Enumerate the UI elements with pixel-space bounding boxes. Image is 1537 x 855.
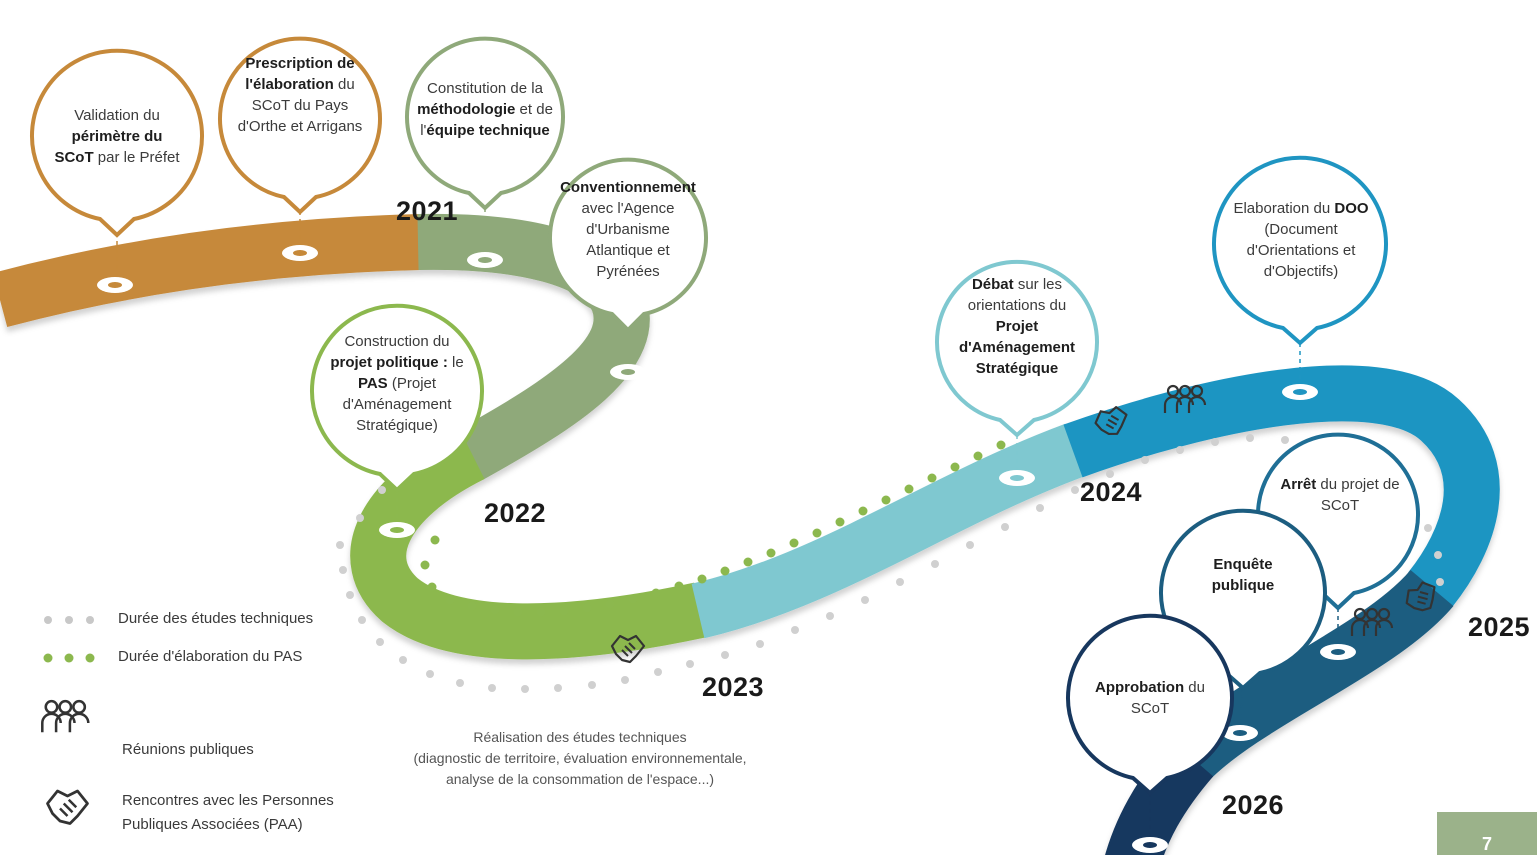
legend-studies-dots — [44, 616, 94, 624]
milestone-m4: Conventionnement avec l'Agence d'Urbanis… — [560, 178, 696, 280]
road-markers — [97, 245, 1356, 853]
bubble-m7 — [1212, 155, 1388, 346]
legend-pas-label: Durée d'élaboration du PAS — [118, 648, 303, 665]
milestone-m8: Arrêt du projet de SCoT — [1280, 476, 1400, 514]
milestone-m1: Validation du périmètre du SCoT par le P… — [54, 106, 180, 166]
bubble-m4 — [548, 157, 708, 333]
legend-meetings-label: Réunions publiques — [122, 741, 254, 758]
bubble-m3 — [405, 36, 565, 211]
caption-line-2: (diagnostic de territoire, évaluation en… — [413, 750, 747, 766]
milestone-m7: Elaboration du DOO (Document d'Orientati… — [1233, 200, 1369, 280]
milestone-m10: Approbation du SCoT — [1094, 679, 1205, 717]
year-2021: 2021 — [396, 196, 459, 226]
year-2022: 2022 — [484, 498, 547, 528]
caption-line-1: Réalisation des études techniques — [473, 729, 687, 745]
legend-paa-label-2: Publiques Associées (PAA) — [122, 816, 303, 833]
milestone-m2: Prescription de l'élaboration du SCoT du… — [237, 55, 363, 135]
year-2024: 2024 — [1080, 477, 1143, 507]
bubble-m10 — [1066, 613, 1234, 796]
pas-dotted-line — [420, 440, 1006, 617]
milestone-m9: Enquête publique — [1211, 556, 1275, 594]
bubble-m5 — [310, 303, 484, 493]
road-segment-2022 — [350, 428, 706, 660]
page-number-box: 7 — [1437, 812, 1537, 855]
bubble-m6 — [935, 259, 1099, 438]
road-segment-2020 — [0, 214, 421, 328]
legend-paa-label-1: Rencontres avec les Personnes — [122, 792, 334, 809]
bubbles — [30, 36, 1420, 796]
year-2023: 2023 — [702, 672, 765, 702]
milestone-m6: Débat sur les orientations du Projet d'A… — [958, 275, 1076, 377]
year-2026: 2026 — [1222, 790, 1285, 820]
caption-line-3: analyse de la consommation de l'espace..… — [445, 771, 715, 787]
milestone-m3: Constitution de la méthodologie et de l'… — [417, 79, 553, 139]
handshake-icon — [46, 789, 89, 825]
legend-pas-dots — [43, 653, 95, 663]
studies-caption: Réalisation des études techniques (diagn… — [380, 727, 780, 790]
bubble-m1 — [30, 48, 204, 238]
year-2025: 2025 — [1468, 612, 1531, 642]
people-group-icon — [41, 699, 90, 734]
legend-studies-label: Durée des études techniques — [118, 610, 314, 627]
road-segment-2024 — [1063, 365, 1500, 608]
bubble-m2 — [218, 36, 382, 215]
page-number: 7 — [1481, 834, 1492, 854]
milestone-m5: Construction du projet politique : le PA… — [330, 332, 464, 434]
